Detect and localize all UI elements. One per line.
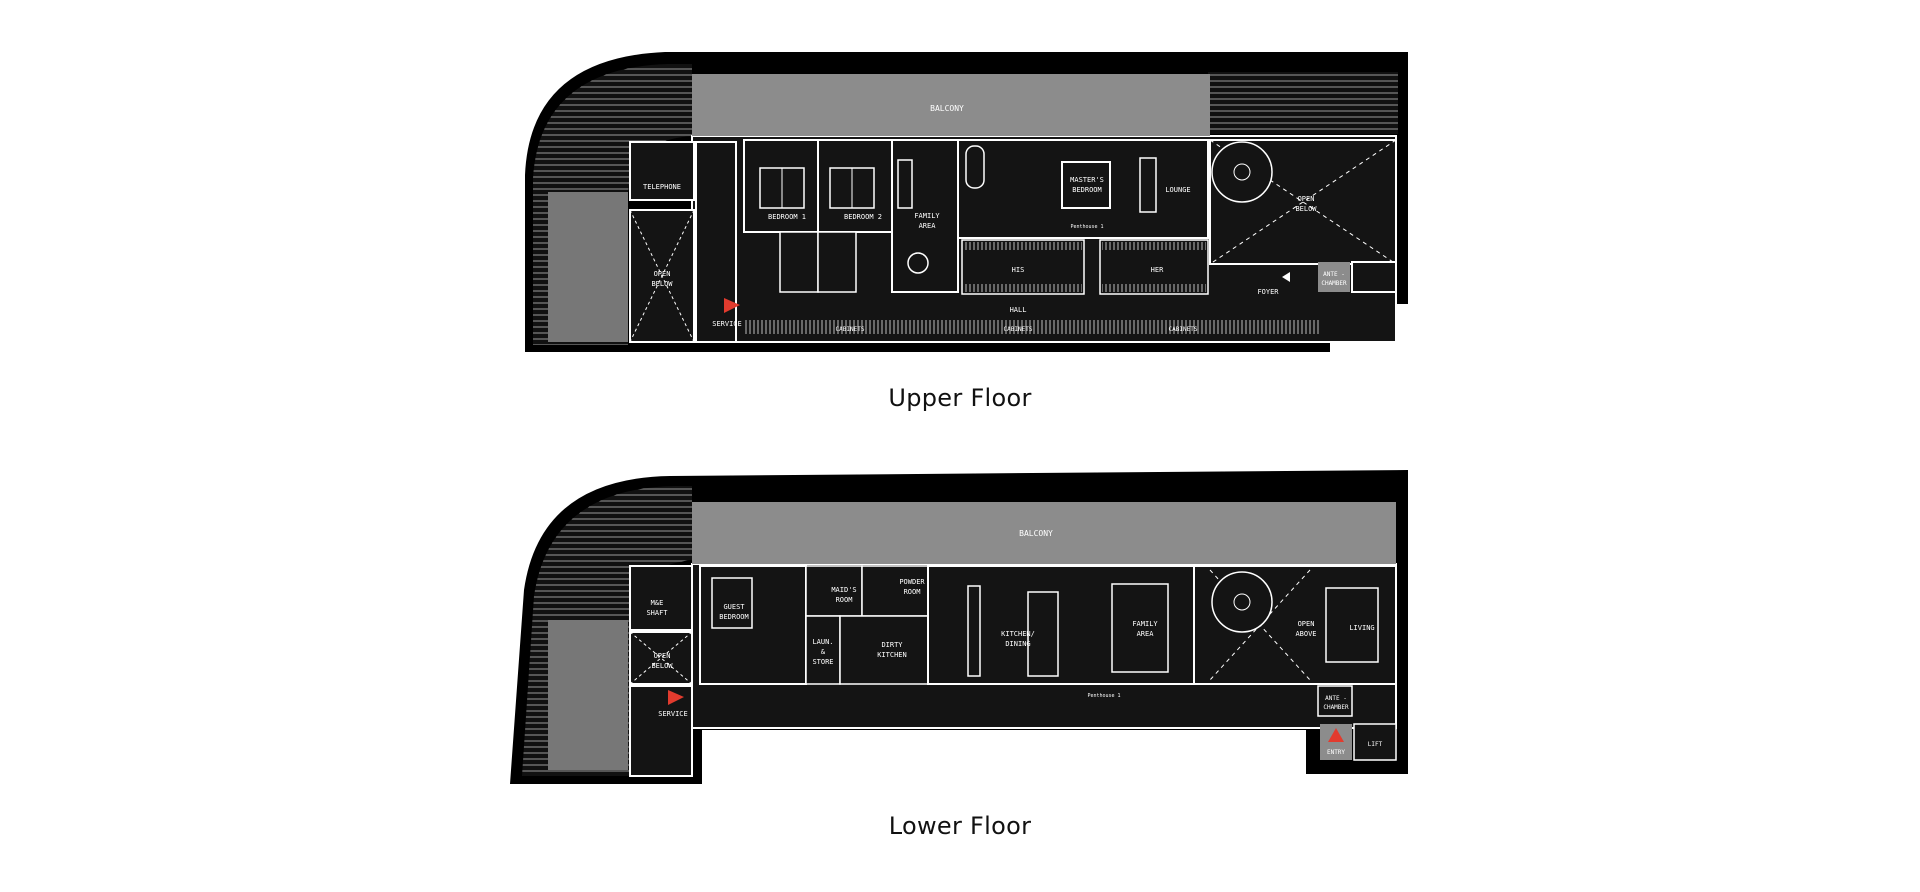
upper-penthouse-label: Penthouse 1 [1070, 224, 1103, 230]
lower-open-below-label-1: OPEN [654, 652, 671, 660]
upper-cabinets-label-1: CABINETS [836, 326, 865, 333]
upper-ante-label-1: ANTE - [1323, 271, 1345, 278]
lower-service-label: SERVICE [658, 710, 688, 718]
upper-table [907, 252, 929, 274]
lower-laun-label-2: & [821, 648, 826, 656]
lower-mep-shaft [629, 565, 693, 631]
upper-side-screen [548, 192, 628, 342]
lower-powder-room [861, 565, 929, 617]
lower-guest-bed [711, 577, 753, 629]
lower-spiral-stair [1211, 571, 1273, 633]
upper-ante-chamber [1318, 262, 1350, 292]
upper-floor-title: Upper Floor [888, 384, 1032, 412]
upper-spiral-stair [1211, 141, 1273, 203]
lower-guest-bedroom [699, 565, 807, 685]
upper-floor-plan: BALCONY TELEPHONE OPEN BELOW SERVICE BED… [525, 52, 1408, 352]
lower-lift-label: LIFT [1368, 741, 1383, 748]
lower-guest-label-2: BEDROOM [719, 613, 749, 621]
lower-family-label-2: AREA [1137, 630, 1155, 638]
upper-foyer-label: FOYER [1257, 288, 1279, 296]
lower-family-sofa [1111, 583, 1169, 673]
upper-sofa [897, 159, 913, 209]
lower-penthouse-label: Penthouse 1 [1087, 693, 1120, 699]
upper-open-below-right-label-2: BELOW [1295, 205, 1317, 213]
lower-living-label: LIVING [1349, 624, 1374, 632]
lower-open-above-label-1: OPEN [1298, 620, 1315, 628]
lower-kitchen-label-2: DINING [1005, 640, 1030, 648]
upper-cabinets-strip [744, 320, 1320, 334]
upper-balcony [692, 74, 1210, 136]
upper-service-corridor [695, 141, 737, 343]
upper-cabinets-label-3: CABINETS [1169, 326, 1198, 333]
upper-lift [1351, 261, 1397, 293]
lower-floor-plan: BALCONY M&E SHAFT OPEN BELOW SERVICE GUE… [510, 470, 1408, 784]
upper-open-below-left-label-2: BELOW [651, 280, 673, 288]
upper-telephone-label: TELEPHONE [643, 183, 681, 191]
lower-family-label-1: FAMILY [1132, 620, 1158, 628]
lower-service-room [629, 685, 693, 777]
lower-entry-label: ENTRY [1327, 749, 1345, 756]
upper-service-label: SERVICE [712, 320, 742, 328]
upper-family-area [891, 139, 959, 293]
upper-hall-label: HALL [1010, 306, 1027, 314]
lower-mep-label-2: SHAFT [646, 609, 668, 617]
lower-entry-marker [1328, 728, 1344, 742]
lower-lift [1353, 723, 1397, 761]
upper-open-below-left-label-1: OPEN [654, 270, 671, 278]
upper-bathtub [965, 145, 985, 189]
lower-kitchen-counter [967, 585, 981, 677]
upper-bathroom-1 [779, 231, 819, 293]
upper-lounge-label: LOUNGE [1165, 186, 1190, 194]
lower-floor-title: Lower Floor [888, 812, 1032, 840]
upper-bedroom-2-label: BEDROOM 2 [844, 213, 882, 221]
lower-laundry-store [805, 615, 841, 685]
upper-service-entry-marker [724, 298, 740, 313]
lower-balcony [692, 502, 1396, 564]
lower-mep-label-1: M&E [651, 599, 664, 607]
lower-dirty-kitchen [839, 615, 929, 685]
lower-ante-label-2: CHAMBER [1323, 704, 1349, 711]
lower-kitchen-label-1: KITCHEN/ [1001, 630, 1035, 638]
upper-master-bedroom [957, 139, 1209, 239]
upper-master-label-1: MASTER'S [1070, 176, 1104, 184]
lower-open-above-label-2: ABOVE [1295, 630, 1316, 638]
lower-ante-chamber [1317, 685, 1353, 717]
upper-master-label-2: BEDROOM [1072, 186, 1102, 194]
upper-family-area-label-1: FAMILY [914, 212, 940, 220]
lower-guest-label-1: GUEST [723, 603, 745, 611]
lower-side-screen [548, 620, 628, 770]
upper-family-area-label-2: AREA [919, 222, 937, 230]
upper-master-bed [1061, 161, 1111, 209]
upper-balcony-label: BALCONY [930, 104, 964, 113]
lower-open-below-label-2: BELOW [651, 662, 673, 670]
upper-lounge-chair [1139, 157, 1157, 213]
lower-maids-label-1: MAID'S [831, 586, 856, 594]
upper-her-label: HER [1151, 266, 1164, 274]
upper-telephone-room [629, 141, 695, 201]
lower-balcony-label: BALCONY [1019, 529, 1053, 538]
upper-open-below-right-label-1: OPEN [1298, 195, 1315, 203]
lower-maids-label-2: ROOM [836, 596, 853, 604]
lower-dirty-label-2: KITCHEN [877, 651, 907, 659]
upper-ante-label-2: CHAMBER [1321, 280, 1347, 287]
upper-cabinets-label-2: CABINETS [1004, 326, 1033, 333]
lower-dirty-label-1: DIRTY [881, 641, 903, 649]
lower-powder-label-1: POWDER [899, 578, 925, 586]
lower-maids-room [805, 565, 863, 617]
lower-living-sofa [1325, 587, 1379, 663]
lower-ante-label-1: ANTE - [1325, 695, 1347, 702]
lower-laun-label-1: LAUN. [812, 638, 833, 646]
upper-bathroom-2 [817, 231, 857, 293]
lower-service-entry-marker [668, 690, 684, 705]
lower-laun-label-3: STORE [812, 658, 833, 666]
lower-dining-table [1027, 591, 1059, 677]
upper-bedroom-1-label: BEDROOM 1 [768, 213, 806, 221]
upper-right-strip [1208, 72, 1398, 134]
lower-powder-label-2: ROOM [904, 588, 921, 596]
upper-his-label: HIS [1012, 266, 1025, 274]
